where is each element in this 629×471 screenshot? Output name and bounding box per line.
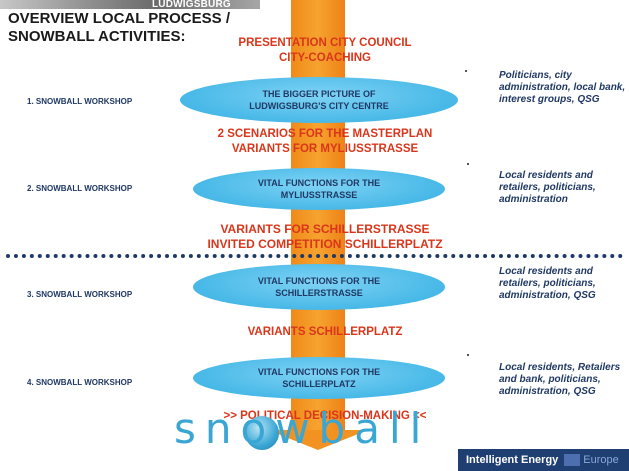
step-schillerstrasse-line1: VARIANTS FOR SCHILLERSTRASSE <box>220 222 430 236</box>
workshop-3-topic: VITAL FUNCTIONS FOR THE SCHILLERSTRASSE <box>193 264 445 310</box>
bullet-dot <box>465 70 467 72</box>
bullet-dot <box>467 354 469 356</box>
step-schillerstrasse: VARIANTS FOR SCHILLERSTRASSE INVITED COM… <box>160 222 490 252</box>
workshop-3-topic-line2: SCHILLERSTRASSE <box>275 288 363 298</box>
workshop-2-stakeholders: Local residents and retailers, politicia… <box>499 170 596 205</box>
workshop-4-label: 4. SNOWBALL WORKSHOP <box>27 378 133 387</box>
partner-name: Intelligent Energy <box>466 454 559 466</box>
workshop-2-topic: VITAL FUNCTIONS FOR THE MYLIUSSTRASSE <box>193 168 445 210</box>
workshop-4-topic-line1: VITAL FUNCTIONS FOR THE <box>257 367 381 377</box>
workshop-2-topic-line1: VITAL FUNCTIONS FOR THE <box>257 178 381 188</box>
bullet-dot <box>467 163 469 165</box>
step-scenarios-line1: 2 SCENARIOS FOR THE MASTERPLAN <box>217 128 433 140</box>
step-schillerstrasse-line2: INVITED COMPETITION SCHILLERPLATZ <box>207 237 443 251</box>
step-political-decision: >> POLITICAL DECISION-MAKING << <box>223 410 427 422</box>
step-presentation-line1: PRESENTATION CITY COUNCIL <box>238 37 412 49</box>
partner-suffix: Europe <box>583 454 619 466</box>
step-scenarios-line2: VARIANTS FOR MYLIUSSTRASSE <box>231 143 419 155</box>
workshop-1-stakeholders: Politicians, city administration, local … <box>499 70 626 105</box>
workshop-3-label: 3. SNOWBALL WORKSHOP <box>27 290 133 299</box>
city-brand: LUDWIGSBURG <box>152 0 231 10</box>
workshop-2-topic-line2: MYLIUSSTRASSE <box>280 190 358 200</box>
workshop-2-label: 2. SNOWBALL WORKSHOP <box>27 184 133 193</box>
snowball-logo: snowball <box>174 404 431 453</box>
title-line-2: SNOWBALL ACTIVITIES: <box>8 28 186 45</box>
step-presentation: PRESENTATION CITY COUNCIL CITY-COACHING <box>160 36 490 66</box>
step-presentation-line2: CITY-COACHING <box>279 52 371 64</box>
process-arrow-head <box>268 430 368 450</box>
workshop-4-topic-line2: SCHILLERPLATZ <box>282 379 356 389</box>
step-variants-schillerplatz: VARIANTS SCHILLERPLATZ <box>247 326 403 338</box>
title-line-1: OVERVIEW LOCAL PROCESS / <box>8 10 230 27</box>
workshop-1-topic-line1: THE BIGGER PICTURE OF <box>262 89 376 99</box>
workshop-3-topic-line1: VITAL FUNCTIONS FOR THE <box>257 276 381 286</box>
workshop-1-label: 1. SNOWBALL WORKSHOP <box>27 97 133 106</box>
workshop-1-topic-line2: LUDWIGSBURG'S CITY CENTRE <box>249 101 389 111</box>
header-photo-strip <box>0 0 260 9</box>
phase-divider <box>6 254 623 258</box>
intelligent-energy-logo: Intelligent Energy Europe <box>458 449 629 471</box>
workshop-4-topic: VITAL FUNCTIONS FOR THE SCHILLERPLATZ <box>193 357 445 399</box>
step-scenarios: 2 SCENARIOS FOR THE MASTERPLAN VARIANTS … <box>160 127 490 157</box>
page-title: OVERVIEW LOCAL PROCESS / SNOWBALL ACTIVI… <box>8 10 230 46</box>
workshop-1-topic: THE BIGGER PICTURE OF LUDWIGSBURG'S CITY… <box>180 77 458 123</box>
workshop-4-stakeholders: Local residents, Retailers and bank, pol… <box>499 362 621 397</box>
workshop-3-stakeholders: Local residents and retailers, politicia… <box>499 266 596 301</box>
snowball-globe-icon <box>245 416 279 450</box>
eu-flag-icon <box>564 454 581 466</box>
